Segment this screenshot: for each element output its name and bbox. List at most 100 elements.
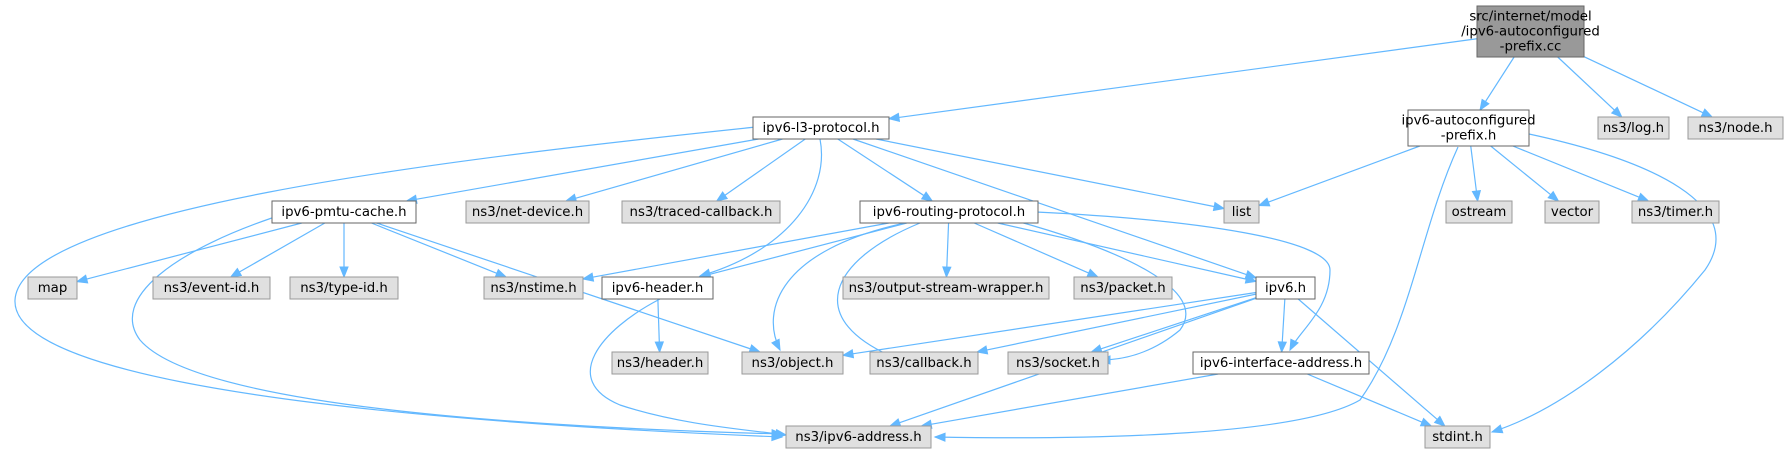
edge-rout-to-hdr6 bbox=[698, 222, 907, 279]
node-label: ipv6-l3-protocol.h bbox=[762, 121, 879, 136]
node-acp[interactable]: ipv6-autoconfigured-prefix.h bbox=[1401, 109, 1536, 147]
edge-pmtu-to-typeid bbox=[339, 223, 349, 279]
node-rout[interactable]: ipv6-routing-protocol.h bbox=[859, 200, 1039, 224]
edge-ipv6-to-socket bbox=[1090, 297, 1257, 354]
node-box bbox=[1631, 200, 1720, 224]
node-box bbox=[152, 276, 271, 300]
edge-rout-to-nstime bbox=[581, 222, 889, 282]
node-label: ns3/timer.h bbox=[1638, 205, 1713, 220]
edge-rout-to-packet bbox=[973, 222, 1100, 278]
node-box bbox=[1007, 351, 1109, 375]
node-box bbox=[289, 276, 399, 300]
node-label: ns3/output-stream-wrapper.h bbox=[849, 281, 1044, 296]
node-ostream[interactable]: ostream bbox=[1445, 200, 1513, 224]
node-box bbox=[27, 276, 78, 300]
edge-ifaddr-to-addr bbox=[919, 373, 1219, 429]
edge-l3-to-pmtu bbox=[405, 138, 759, 204]
node-label: -prefix.h bbox=[1441, 129, 1497, 144]
node-timer[interactable]: ns3/timer.h bbox=[1631, 200, 1720, 224]
node-label: ns3/net-device.h bbox=[472, 205, 583, 220]
node-socket[interactable]: ns3/socket.h bbox=[1007, 351, 1109, 375]
node-label: ns3/event-id.h bbox=[164, 281, 260, 296]
node-box bbox=[1407, 109, 1530, 147]
node-hdr6[interactable]: ipv6-header.h bbox=[601, 276, 714, 300]
node-typeid[interactable]: ns3/type-id.h bbox=[289, 276, 399, 300]
node-header[interactable]: ns3/header.h bbox=[611, 351, 709, 375]
node-label: src/internet/model bbox=[1469, 10, 1591, 25]
edge-rout-to-object bbox=[771, 222, 906, 352]
nodes-layer: src/internet/model/ipv6-autoconfigured-p… bbox=[27, 5, 1784, 449]
node-box bbox=[621, 200, 781, 224]
edge-hdr6-to-header bbox=[654, 298, 665, 354]
node-traced[interactable]: ns3/traced-callback.h bbox=[621, 200, 781, 224]
node-label: list bbox=[1232, 205, 1252, 220]
edge-acp-to-list bbox=[1257, 145, 1421, 207]
node-box bbox=[483, 276, 584, 300]
edge-l3-to-netdev bbox=[564, 138, 783, 203]
node-osw[interactable]: ns3/output-stream-wrapper.h bbox=[842, 276, 1050, 300]
node-box bbox=[1687, 116, 1784, 140]
edge-rout-to-osw bbox=[942, 222, 952, 279]
node-label: ns3/header.h bbox=[617, 356, 704, 371]
node-label: ns3/ipv6-address.h bbox=[795, 430, 921, 445]
node-box bbox=[741, 351, 844, 375]
node-box bbox=[842, 276, 1050, 300]
node-log[interactable]: ns3/log.h bbox=[1597, 116, 1670, 140]
edge-l3-to-list bbox=[875, 138, 1226, 212]
node-box bbox=[601, 276, 714, 300]
node-box bbox=[1544, 200, 1600, 224]
node-packet[interactable]: ns3/packet.h bbox=[1073, 276, 1173, 300]
edge-ipv6-to-object bbox=[841, 291, 1257, 359]
node-netdev[interactable]: ns3/net-device.h bbox=[465, 200, 590, 224]
node-box bbox=[465, 200, 590, 224]
edge-l3-to-rout bbox=[837, 138, 934, 202]
node-label: ipv6-pmtu-cache.h bbox=[281, 205, 406, 220]
node-box bbox=[752, 116, 890, 140]
node-map[interactable]: map bbox=[27, 276, 78, 300]
node-ipv6[interactable]: ipv6.h bbox=[1255, 276, 1316, 300]
node-label: ns3/node.h bbox=[1698, 121, 1772, 136]
edge-pmtu-to-eventid bbox=[229, 222, 326, 278]
node-label: ipv6-routing-protocol.h bbox=[873, 205, 1025, 220]
node-box bbox=[1223, 200, 1260, 224]
node-root[interactable]: src/internet/model/ipv6-autoconfigured-p… bbox=[1461, 5, 1600, 58]
edge-root-to-log bbox=[1557, 56, 1623, 118]
node-box bbox=[1255, 276, 1316, 300]
edge-rout-to-ifaddr bbox=[1035, 211, 1331, 352]
edge-pmtu-to-addr bbox=[131, 211, 784, 439]
edge-root-to-l3 bbox=[887, 38, 1478, 123]
node-object[interactable]: ns3/object.h bbox=[741, 351, 844, 375]
node-node[interactable]: ns3/node.h bbox=[1687, 116, 1784, 140]
node-nstime[interactable]: ns3/nstime.h bbox=[483, 276, 584, 300]
node-vector[interactable]: vector bbox=[1544, 200, 1600, 224]
node-list[interactable]: list bbox=[1223, 200, 1260, 224]
node-box bbox=[859, 200, 1039, 224]
edge-root-to-node bbox=[1583, 56, 1714, 118]
node-label: ostream bbox=[1452, 205, 1507, 220]
node-box bbox=[869, 351, 979, 375]
node-label: stdint.h bbox=[1432, 430, 1483, 445]
edge-pmtu-to-nstime bbox=[371, 222, 508, 278]
edge-l3-to-traced bbox=[715, 138, 806, 202]
node-ifaddr[interactable]: ipv6-interface-address.h bbox=[1192, 351, 1370, 375]
node-eventid[interactable]: ns3/event-id.h bbox=[152, 276, 271, 300]
node-box bbox=[785, 425, 932, 449]
edge-acp-to-addr bbox=[933, 146, 1459, 442]
node-label: ns3/callback.h bbox=[876, 356, 971, 371]
node-box bbox=[1476, 5, 1585, 58]
edge-acp-to-stdint bbox=[1490, 133, 1717, 434]
node-label: ipv6-interface-address.h bbox=[1200, 356, 1362, 371]
node-box bbox=[1445, 200, 1513, 224]
node-cb[interactable]: ns3/callback.h bbox=[869, 351, 979, 375]
edge-ipv6-to-ifaddr bbox=[1277, 298, 1288, 354]
node-box bbox=[1192, 351, 1370, 375]
edge-rout-to-ipv6 bbox=[997, 222, 1258, 284]
node-l3[interactable]: ipv6-l3-protocol.h bbox=[752, 116, 890, 140]
node-pmtu[interactable]: ipv6-pmtu-cache.h bbox=[271, 200, 417, 224]
node-box bbox=[1424, 425, 1491, 449]
node-box bbox=[271, 200, 417, 224]
node-label: ns3/packet.h bbox=[1080, 281, 1165, 296]
node-label: map bbox=[38, 281, 68, 296]
node-stdint[interactable]: stdint.h bbox=[1424, 425, 1491, 449]
node-addr[interactable]: ns3/ipv6-address.h bbox=[785, 425, 932, 449]
